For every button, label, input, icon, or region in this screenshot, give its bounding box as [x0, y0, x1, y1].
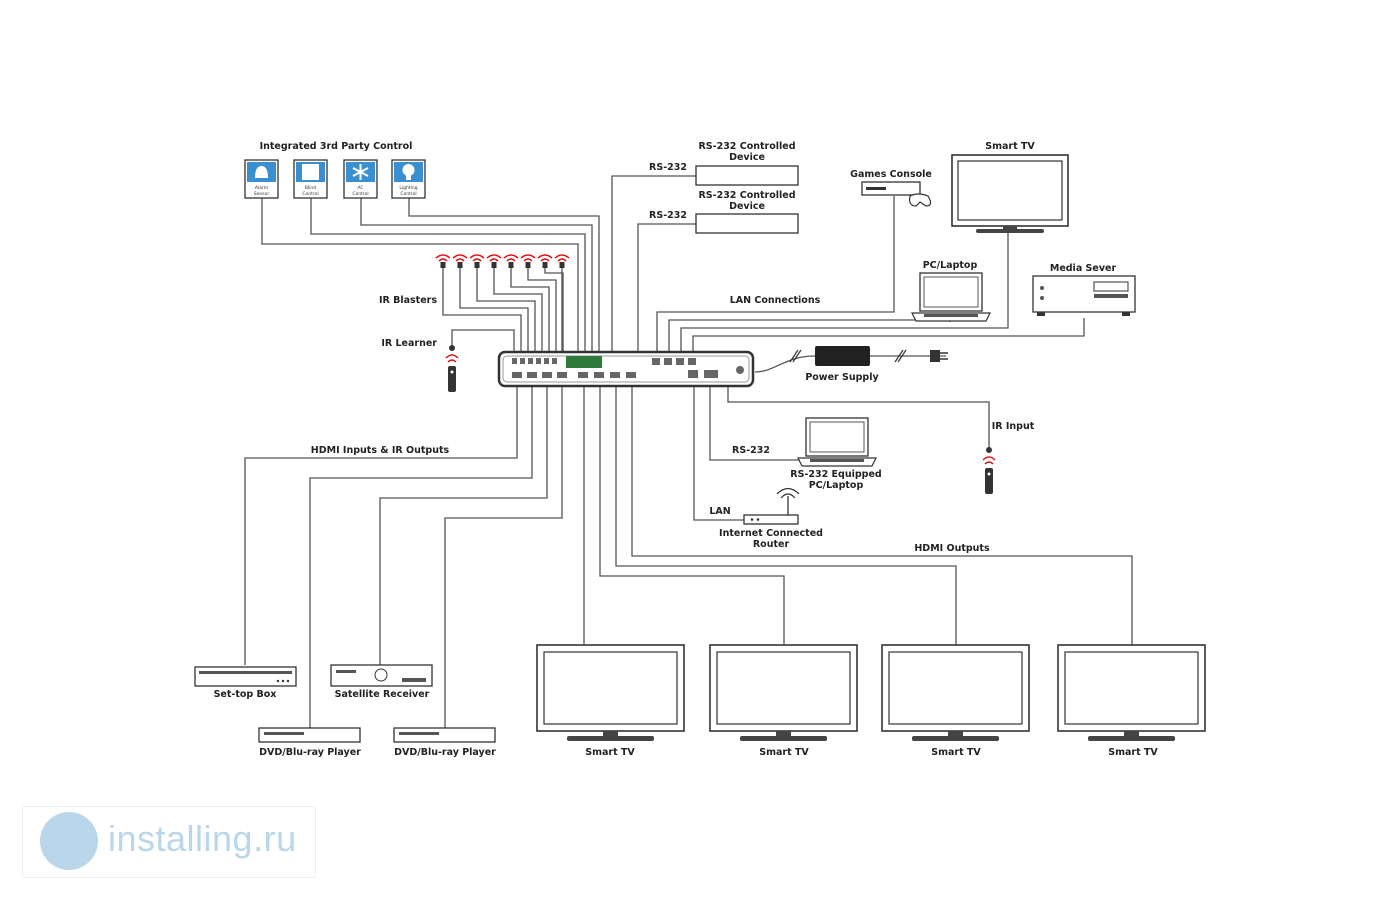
hdmi-inputs-label: HDMI Inputs & IR Outputs	[311, 445, 450, 456]
rs232-label-2: RS-232	[649, 210, 687, 221]
games-console-icon	[861, 181, 932, 207]
dvd-player-1-label: DVD/Blu-ray Player	[259, 747, 361, 758]
smart-tv-top-icon	[951, 154, 1069, 233]
watermark-text: installing.ru	[108, 818, 297, 859]
ir-input-label: IR Input	[992, 421, 1035, 432]
smart-tv-top-label: Smart TV	[985, 141, 1035, 152]
lan-label: LAN	[709, 506, 730, 517]
rs232-device-box-2	[695, 213, 799, 234]
integrated-control-label: Integrated 3rd Party Control	[260, 141, 413, 152]
lighting-control-label: Lighting	[399, 185, 417, 191]
control-cables	[261, 197, 600, 352]
satellite-receiver-label: Satellite Receiver	[335, 689, 430, 700]
set-top-box-icon	[194, 666, 297, 687]
hdmi-input-cables	[244, 386, 563, 728]
lighting-control-icon: Lighting Control	[391, 159, 426, 199]
smart-tv-4-icon	[1057, 644, 1206, 741]
watermark-frame	[22, 806, 316, 878]
rs232-label-3: RS-232	[732, 445, 770, 456]
dvd-player-2-icon	[393, 727, 496, 743]
ir-learner-cable	[451, 329, 515, 352]
rs232-laptop-icon	[797, 417, 877, 467]
media-server-icon	[1032, 275, 1136, 316]
rs232-cables	[611, 175, 696, 352]
lighting-control-label-2: Control	[400, 191, 416, 197]
ir-input-remote-icon	[982, 447, 996, 494]
matrix-switcher	[497, 350, 755, 388]
ac-control-label-2: Control	[352, 191, 368, 197]
ir-learner-label: IR Learner	[381, 338, 437, 349]
alarm-sensor-icon: Alarm Sensor	[244, 159, 279, 199]
smart-tv-3-icon	[881, 644, 1030, 741]
games-console-label: Games Console	[850, 169, 932, 180]
router-icon	[743, 487, 800, 525]
ir-blaster-icons	[435, 254, 570, 268]
ir-blaster-cables	[442, 268, 564, 352]
smart-tv-3-label: Smart TV	[931, 747, 981, 758]
smart-tv-1-icon	[536, 644, 685, 741]
alarm-sensor-label-2: Sensor	[254, 191, 270, 197]
dvd-player-2-label: DVD/Blu-ray Player	[394, 747, 496, 758]
laptop-icon	[911, 272, 991, 322]
ac-control-icon: AC Control	[343, 159, 378, 199]
hdmi-output-cables	[583, 386, 1133, 645]
smart-tv-2-label: Smart TV	[759, 747, 809, 758]
smart-tv-1-label: Smart TV	[585, 747, 635, 758]
rs232-device-box-1	[695, 165, 799, 186]
ir-blasters-label: IR Blasters	[379, 295, 437, 306]
power-supply-icon	[789, 346, 948, 366]
blind-control-icon: Blind Control	[293, 159, 328, 199]
rear-cables	[693, 355, 990, 521]
smart-tv-2-icon	[709, 644, 858, 741]
set-top-box-label: Set-top Box	[214, 689, 277, 700]
satellite-receiver-icon	[330, 664, 433, 687]
blind-control-label: Blind	[305, 185, 316, 191]
power-supply-label: Power Supply	[805, 372, 879, 383]
ac-control-label: AC	[357, 185, 363, 191]
smart-tv-4-label: Smart TV	[1108, 747, 1158, 758]
blind-control-label-2: Control	[302, 191, 318, 197]
ir-learner-remote-icon	[445, 345, 459, 392]
alarm-sensor-label: Alarm	[255, 185, 268, 191]
pc-laptop-label: PC/Laptop	[923, 260, 978, 271]
hdmi-outputs-label: HDMI Outputs	[914, 543, 990, 554]
media-server-label: Media Sever	[1050, 263, 1117, 274]
dvd-player-1-icon	[258, 727, 361, 743]
watermark-logo-icon	[40, 812, 98, 870]
rs232-label-1: RS-232	[649, 162, 687, 173]
lan-connections-label: LAN Connections	[730, 295, 821, 306]
